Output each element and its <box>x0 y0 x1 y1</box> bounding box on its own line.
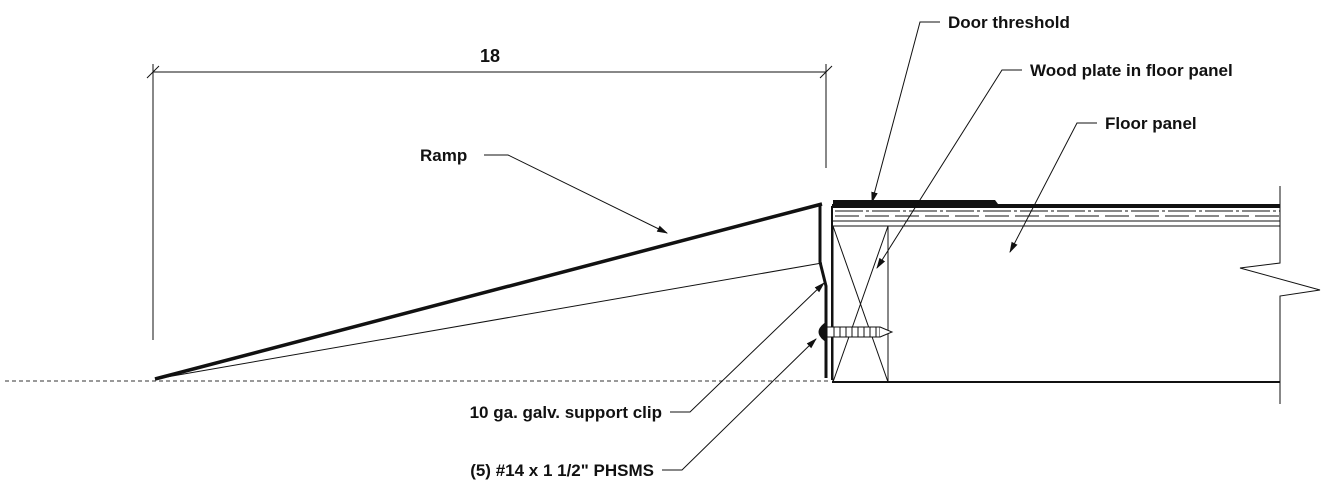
leader-support-clip <box>670 282 825 413</box>
support-clip <box>818 206 833 380</box>
leader-door-threshold <box>871 21 940 204</box>
floor-panel <box>832 186 1321 404</box>
label-screws: (5) #14 x 1 1/2" PHSMS <box>470 461 654 480</box>
wood-plate <box>832 225 889 383</box>
label-floor-panel: Floor panel <box>1105 114 1197 133</box>
dimension-18 <box>146 64 833 340</box>
label-ramp: Ramp <box>420 146 467 165</box>
break-line <box>1239 186 1321 404</box>
label-wood-plate: Wood plate in floor panel <box>1030 61 1233 80</box>
leader-screws <box>662 338 817 471</box>
door-threshold <box>833 200 998 204</box>
leader-floor-panel <box>1009 122 1097 253</box>
label-door-threshold: Door threshold <box>948 13 1070 32</box>
dimension-label: 18 <box>480 46 500 66</box>
leader-ramp <box>484 154 668 234</box>
leader-wood-plate <box>876 69 1022 269</box>
screw <box>818 322 894 342</box>
label-support-clip: 10 ga. galv. support clip <box>470 403 662 422</box>
ramp <box>154 202 823 381</box>
